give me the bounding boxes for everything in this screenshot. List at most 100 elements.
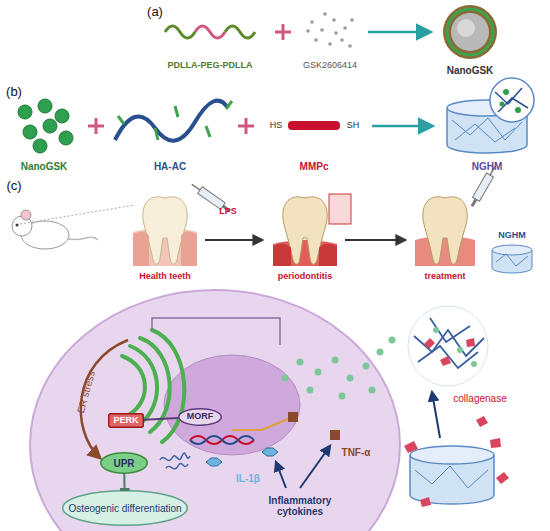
released-drug [339, 393, 346, 400]
released-drug [315, 369, 322, 376]
hydrogel [404, 441, 418, 453]
hydrogel [455, 124, 515, 142]
polymer-chain [195, 26, 225, 38]
outcome-ellipse: Osteogenic differentiation [62, 490, 188, 526]
process-arrow [432, 392, 440, 438]
text-label: HA-AC [154, 161, 186, 172]
text-label: MMPc [300, 161, 329, 172]
polymer-chain [118, 116, 124, 124]
degrading-network [424, 338, 475, 366]
degrading-network [471, 361, 477, 367]
leader-line [152, 318, 280, 345]
degrading-network [408, 306, 488, 386]
drug-particles [332, 18, 336, 22]
process-arrow [368, 31, 430, 34]
misfolded-protein [166, 463, 188, 468]
released-drug [282, 337, 396, 400]
hydrogel [404, 416, 509, 507]
process-arrow [345, 240, 405, 241]
process-arrow [372, 125, 432, 128]
hydrogel [492, 245, 532, 273]
text-label: NGHM [498, 231, 526, 241]
released-drug [347, 375, 354, 382]
released-drug [369, 387, 376, 394]
signal-line [232, 418, 290, 430]
text-label: IL-1β [236, 473, 260, 484]
syringe [198, 187, 226, 210]
cytokine [288, 412, 298, 422]
plus-sign [238, 118, 254, 134]
text-label: (a) [147, 5, 163, 19]
syringe [192, 184, 200, 190]
hydrogel [447, 78, 534, 153]
cytokine-arrows [276, 446, 330, 488]
nanoparticle-cluster [23, 125, 37, 139]
hydrogel [498, 98, 528, 112]
process-arrow [205, 239, 262, 241]
polymer-chain [165, 26, 195, 38]
degrading-network [418, 346, 478, 368]
process-arrow [345, 239, 405, 241]
response-ellipse: UPR [100, 452, 148, 474]
cytokine [330, 430, 340, 440]
cytokine-arrows [300, 446, 330, 488]
node-outline [101, 453, 148, 474]
cytokine [206, 458, 222, 466]
syringe [473, 173, 494, 201]
mouse [16, 224, 19, 227]
drug-particles [348, 44, 352, 48]
drug-particles [340, 38, 344, 42]
polymer-chain [206, 126, 210, 137]
degrading-network [457, 347, 463, 353]
hydrogel [476, 416, 488, 427]
nanoparticle-cluster [18, 105, 32, 119]
text-label: Inflammatory cytokines [260, 495, 340, 517]
released-drug [307, 387, 314, 394]
released-drug [377, 349, 384, 356]
degrading-network [466, 338, 475, 347]
nanoparticle-cluster [55, 109, 69, 123]
degrading-network [408, 306, 488, 386]
signal-line [232, 418, 290, 430]
hydrogel [503, 89, 509, 95]
mouse [66, 237, 98, 240]
node-text: UPR [113, 458, 134, 469]
drug-particles [306, 12, 354, 48]
polymer-chain [115, 101, 232, 141]
diseased-tooth [273, 194, 351, 266]
process-arrow [432, 392, 440, 438]
hydrogel [500, 102, 505, 107]
connector [123, 474, 125, 490]
drug-particles [314, 38, 318, 42]
text-label: LPS [219, 207, 237, 217]
cytokine [262, 448, 278, 456]
polymer-chain [225, 26, 255, 38]
degrading-network [414, 318, 484, 368]
endoplasmic-reticulum [122, 356, 145, 414]
hydrogel [496, 254, 528, 266]
degrading-network [430, 318, 470, 342]
drug-particles [320, 28, 324, 32]
nanoparticle [447, 9, 493, 55]
hydrogel [404, 416, 509, 507]
process-arrow [205, 240, 262, 241]
mouse [12, 205, 135, 249]
cytokine [206, 412, 340, 466]
plus-sign [88, 118, 104, 134]
released-drug [282, 375, 289, 382]
mouse [21, 210, 31, 220]
released-drug [389, 337, 396, 344]
nanoparticle [443, 5, 497, 59]
leader-line [152, 318, 280, 345]
polymer-chain [165, 26, 255, 38]
degrading-network [414, 330, 484, 356]
hydrogel [515, 107, 521, 113]
cell [30, 290, 400, 531]
hydrogel [490, 78, 534, 122]
hydrogel [492, 245, 532, 255]
nanoparticle [443, 5, 497, 59]
node-text: Osteogenic differentiation [68, 503, 181, 514]
released-drug [363, 363, 370, 370]
text-label: (b) [6, 85, 22, 99]
